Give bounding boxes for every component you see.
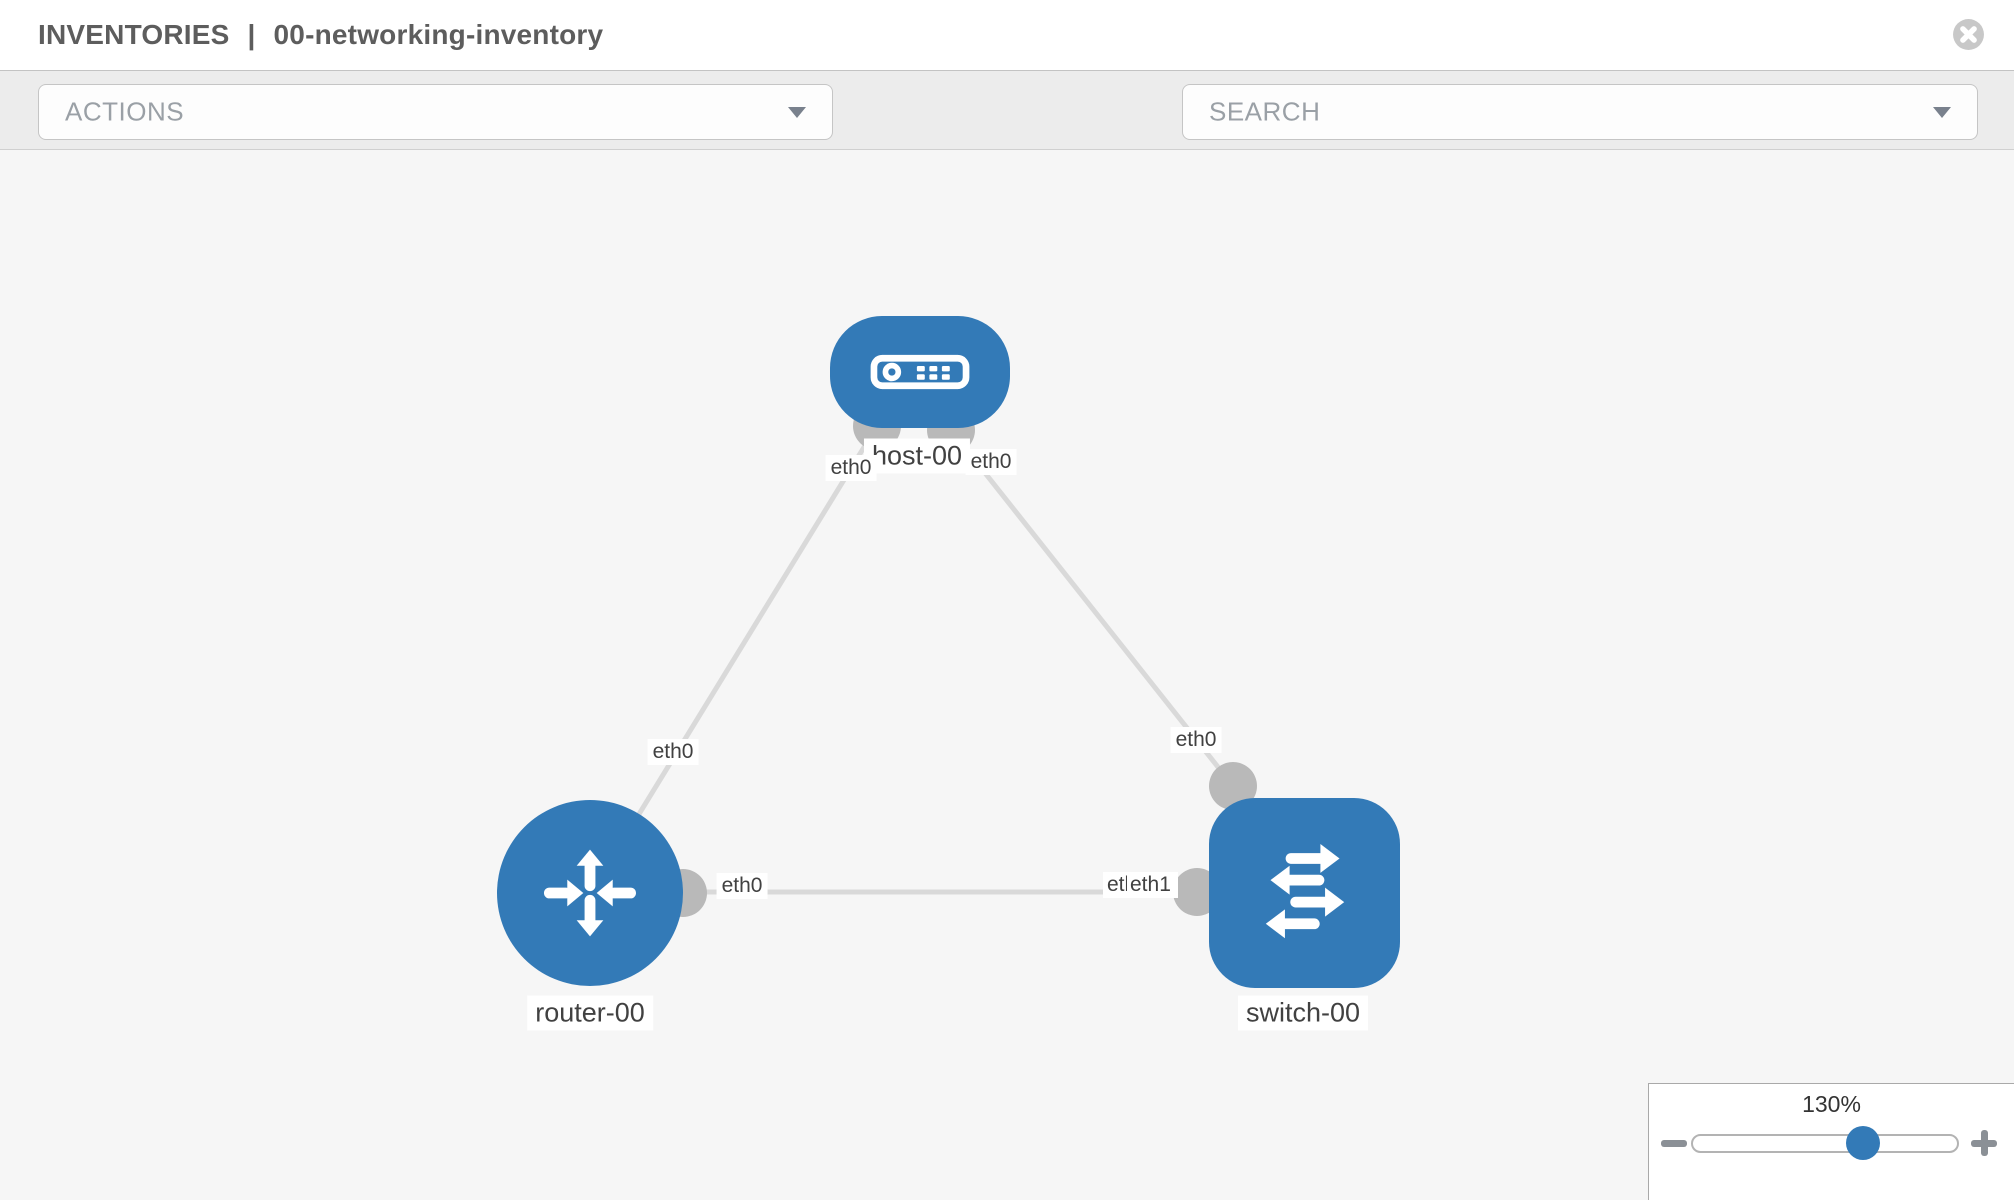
- node-label-host-00: host-00: [863, 438, 971, 474]
- node-label-switch-00: switch-00: [1237, 995, 1369, 1031]
- zoom-in-button[interactable]: [1967, 1126, 2001, 1160]
- node-router-00[interactable]: [497, 800, 683, 986]
- close-icon: [1953, 19, 1984, 50]
- minus-icon: [1661, 1140, 1687, 1147]
- breadcrumb-separator: |: [247, 19, 256, 50]
- close-button[interactable]: [1952, 18, 1985, 51]
- interface-label-host-eth0-left: eth0: [825, 455, 877, 481]
- zoom-level-value: 130%: [1802, 1091, 1861, 1117]
- zoom-slider-thumb[interactable]: [1846, 1126, 1880, 1160]
- toolbar: ACTIONS SEARCH: [0, 70, 2014, 204]
- search-placeholder: SEARCH: [1209, 96, 1321, 127]
- interface-label-host-eth0-right: eth0: [965, 449, 1017, 475]
- interface-label-switch-link-eth0: eth0: [1170, 727, 1222, 753]
- topology-links: [587, 424, 1235, 896]
- interface-label-switch-eth0-overlapped: eth0: [1103, 872, 1130, 898]
- breadcrumb-inventory-name: 00-networking-inventory: [273, 19, 604, 50]
- link-host-switch[interactable]: [949, 428, 1235, 788]
- actions-placeholder: ACTIONS: [65, 96, 185, 127]
- topology-canvas[interactable]: host-00 router-00 switch-00 eth0 eth0 et…: [0, 150, 2014, 1200]
- node-host-00[interactable]: [830, 316, 1010, 428]
- page-title: INVENTORIES | 00-networking-inventory: [38, 0, 603, 70]
- actions-dropdown[interactable]: ACTIONS: [38, 84, 833, 140]
- interface-label-router-eth0: eth0: [716, 873, 768, 899]
- zoom-panel: 130%: [1648, 1083, 2014, 1200]
- zoom-out-button[interactable]: [1657, 1126, 1691, 1160]
- interface-label-router-link-eth0: eth0: [647, 739, 699, 765]
- chevron-down-icon: [788, 107, 806, 118]
- interface-label-switch-eth1: eth1: [1127, 872, 1178, 898]
- router-icon: [543, 849, 637, 937]
- switch-icon: [1265, 844, 1344, 939]
- chevron-down-icon: [1933, 107, 1951, 118]
- zoom-slider-track[interactable]: [1691, 1134, 1959, 1153]
- node-switch-00[interactable]: [1209, 798, 1400, 988]
- breadcrumb-section: INVENTORIES: [38, 19, 230, 50]
- node-label-router-00: router-00: [527, 995, 653, 1031]
- header: INVENTORIES | 00-networking-inventory: [0, 0, 2014, 70]
- search-dropdown[interactable]: SEARCH: [1182, 84, 1978, 140]
- host-icon: [870, 354, 970, 390]
